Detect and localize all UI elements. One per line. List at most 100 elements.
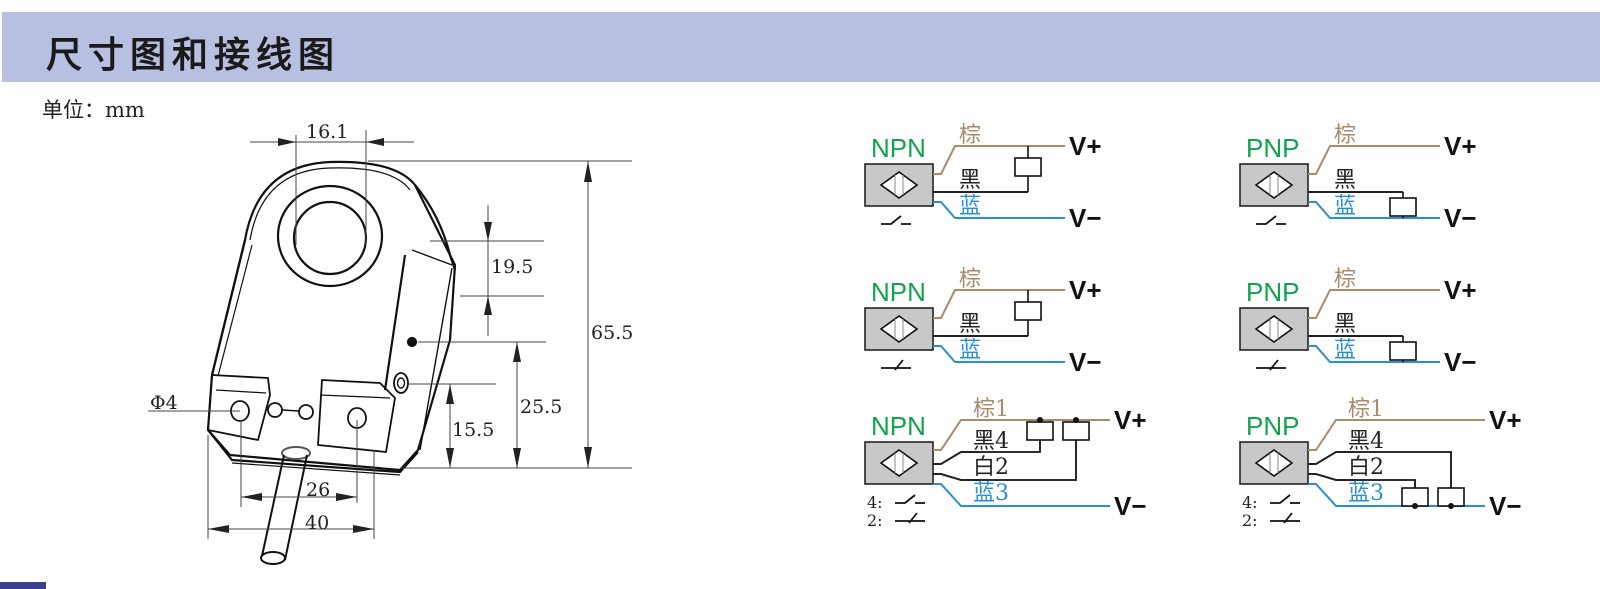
- wire-label-brown: 棕1: [973, 397, 1009, 422]
- wire-black: [1355, 451, 1452, 488]
- junction-dot: [1037, 417, 1043, 423]
- switch-no-icon: [895, 494, 925, 504]
- dim-15-5: 15.5: [452, 419, 494, 441]
- wire-blue: [933, 201, 1065, 219]
- wire-label-blue: 蓝: [1334, 194, 1356, 219]
- load-relay-icon: [1014, 301, 1042, 321]
- wire-label-brown: 棕: [1334, 267, 1356, 292]
- dim-mount-hole: Φ4: [150, 392, 178, 414]
- wire-brown: [933, 145, 1065, 175]
- wire-blue: [1308, 345, 1440, 363]
- wire-white: [980, 440, 1077, 481]
- sensor-diamond-icon: [879, 449, 919, 477]
- load-relay-icon: [1389, 341, 1417, 361]
- wire-label-black: 黑: [1334, 312, 1356, 337]
- dim-hole-diameter: 16.1: [306, 121, 348, 143]
- header-banner: 尺寸图和接线图: [2, 12, 1600, 82]
- vplus-label: V+: [1444, 131, 1477, 161]
- footer-accent-bar: [0, 582, 46, 589]
- vminus-label: V−: [1114, 491, 1147, 521]
- vplus-label: V+: [1114, 405, 1147, 435]
- wire-black-stub: [1308, 451, 1355, 465]
- unit-label: 单位：mm: [42, 98, 145, 122]
- sensor-diamond-icon: [1254, 171, 1294, 199]
- load-relay-icon: [1062, 421, 1090, 441]
- wire-label-blue: 蓝: [959, 338, 981, 363]
- wire-label-blue: 蓝: [959, 194, 981, 219]
- wire-label-brown: 棕1: [1348, 397, 1384, 422]
- sensor-type-label: PNP: [1246, 277, 1299, 307]
- wire-white: [1355, 479, 1416, 488]
- vminus-label: V−: [1444, 203, 1477, 233]
- dim-total-width: 40: [305, 512, 329, 534]
- dim-total-height: 65.5: [591, 322, 633, 344]
- sensor-body: [864, 441, 934, 485]
- switch-nc-icon: [1270, 512, 1300, 524]
- vminus-label: V−: [1444, 347, 1477, 377]
- vplus-label: V+: [1444, 275, 1477, 305]
- vplus-label: V+: [1489, 405, 1522, 435]
- wire-brown: [933, 289, 1065, 319]
- wire-label-brown: 棕: [1334, 123, 1356, 148]
- switch-label-4: 4:: [867, 493, 883, 512]
- load-relay-icon: [1026, 421, 1054, 441]
- wire-black-stub: [933, 451, 980, 465]
- wire-blue: [933, 483, 1110, 507]
- wire-label-white: 白2: [973, 455, 1009, 480]
- switch-no-icon: [1256, 215, 1286, 225]
- wire-white-stub: [1308, 473, 1355, 481]
- switch-no-icon: [881, 215, 911, 225]
- sensor-body-outline: [206, 160, 457, 565]
- switch-no-icon: [1270, 494, 1300, 504]
- wire-white-stub: [933, 473, 980, 481]
- sensor-diamond-icon: [879, 171, 919, 199]
- sensor-type-label: NPN: [871, 133, 926, 163]
- sensor-type-label: PNP: [1246, 133, 1299, 163]
- vplus-label: V+: [1069, 275, 1102, 305]
- page-title: 尺寸图和接线图: [46, 35, 341, 76]
- sensor-diamond-icon: [879, 315, 919, 343]
- switch-nc-icon: [1256, 359, 1286, 371]
- vplus-label: V+: [1069, 131, 1102, 161]
- sensor-type-label: NPN: [871, 277, 926, 307]
- sensor-type-label: NPN: [871, 411, 926, 441]
- dim-25-5: 25.5: [520, 396, 562, 418]
- vminus-label: V−: [1069, 347, 1102, 377]
- wire-brown: [1308, 145, 1440, 175]
- wire-brown: [1308, 419, 1485, 451]
- vminus-label: V−: [1069, 203, 1102, 233]
- wire-label-black: 黑4: [973, 429, 1009, 454]
- switch-nc-icon: [881, 359, 911, 371]
- load-relay-icon: [1014, 157, 1042, 177]
- dimension-arrows: [208, 138, 592, 533]
- sensor-type-label: PNP: [1246, 411, 1299, 441]
- switch-label-2: 2:: [867, 511, 883, 530]
- switch-nc-icon: [895, 512, 925, 524]
- switch-label-2: 2:: [1242, 511, 1258, 530]
- wire-label-brown: 棕: [959, 267, 981, 292]
- wire-label-black: 黑: [959, 168, 981, 193]
- wire-label-black: 黑: [959, 312, 981, 337]
- dim-hole-spacing: 26: [306, 479, 330, 501]
- junction-dot: [1073, 417, 1079, 423]
- load-relay-icon: [1389, 197, 1417, 217]
- wire-brown: [933, 419, 1110, 451]
- switch-label-4: 4:: [1242, 493, 1258, 512]
- wire-blue: [933, 345, 1065, 363]
- sensor-diamond-icon: [1254, 449, 1294, 477]
- dim-19-5: 19.5: [491, 256, 533, 278]
- wire-brown: [1308, 289, 1440, 319]
- wire-label-blue: 蓝3: [973, 481, 1009, 506]
- wire-label-brown: 棕: [959, 123, 981, 148]
- wiring-diagram-npn-nc: NPN 棕黑蓝 V+ V−: [864, 267, 1102, 377]
- vminus-label: V−: [1489, 491, 1522, 521]
- wiring-diagram-npn-no: NPN 棕黑蓝 V+ V−: [864, 123, 1102, 233]
- wire-label-blue: 蓝3: [1348, 481, 1384, 506]
- wire-label-black: 黑4: [1348, 429, 1384, 454]
